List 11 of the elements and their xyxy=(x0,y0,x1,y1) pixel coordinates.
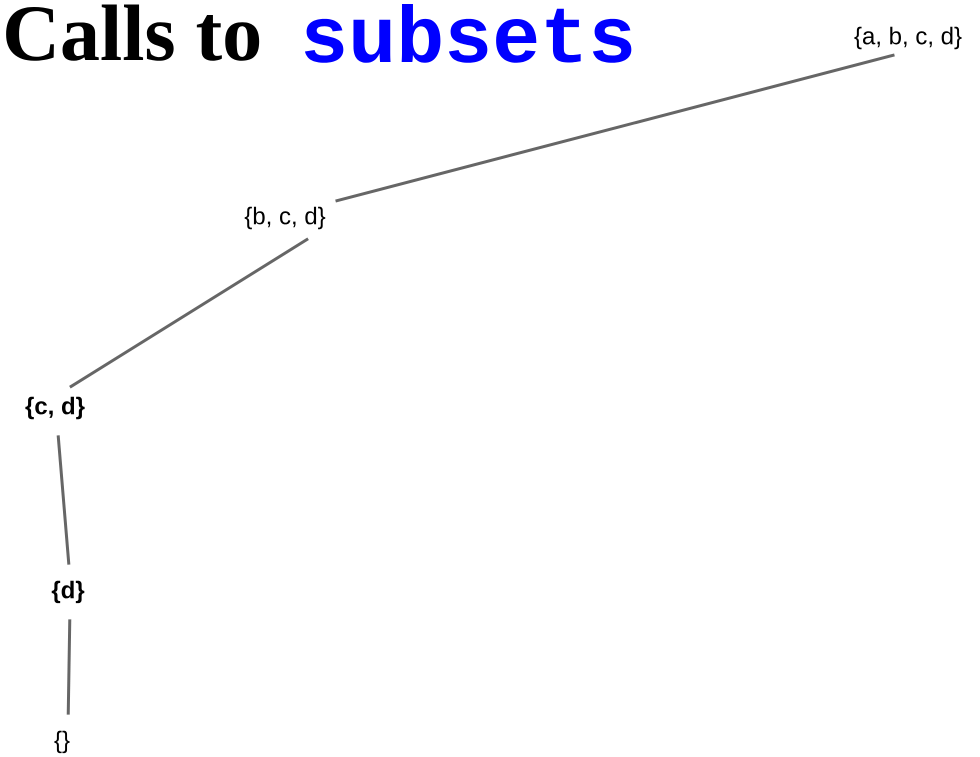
tree-line xyxy=(69,238,309,388)
tree-line xyxy=(66,619,72,715)
tree-line xyxy=(335,53,895,203)
set-label: {c, d} xyxy=(25,396,85,420)
code-name: subsets xyxy=(304,4,632,63)
tree-line xyxy=(56,435,70,565)
set-label: {d} xyxy=(52,580,84,604)
title: Calls to xyxy=(6,4,260,61)
set-label: {} xyxy=(54,730,70,754)
set-label: {a, b, c, d} xyxy=(854,26,962,50)
set-label: {b, c, d} xyxy=(244,206,326,230)
